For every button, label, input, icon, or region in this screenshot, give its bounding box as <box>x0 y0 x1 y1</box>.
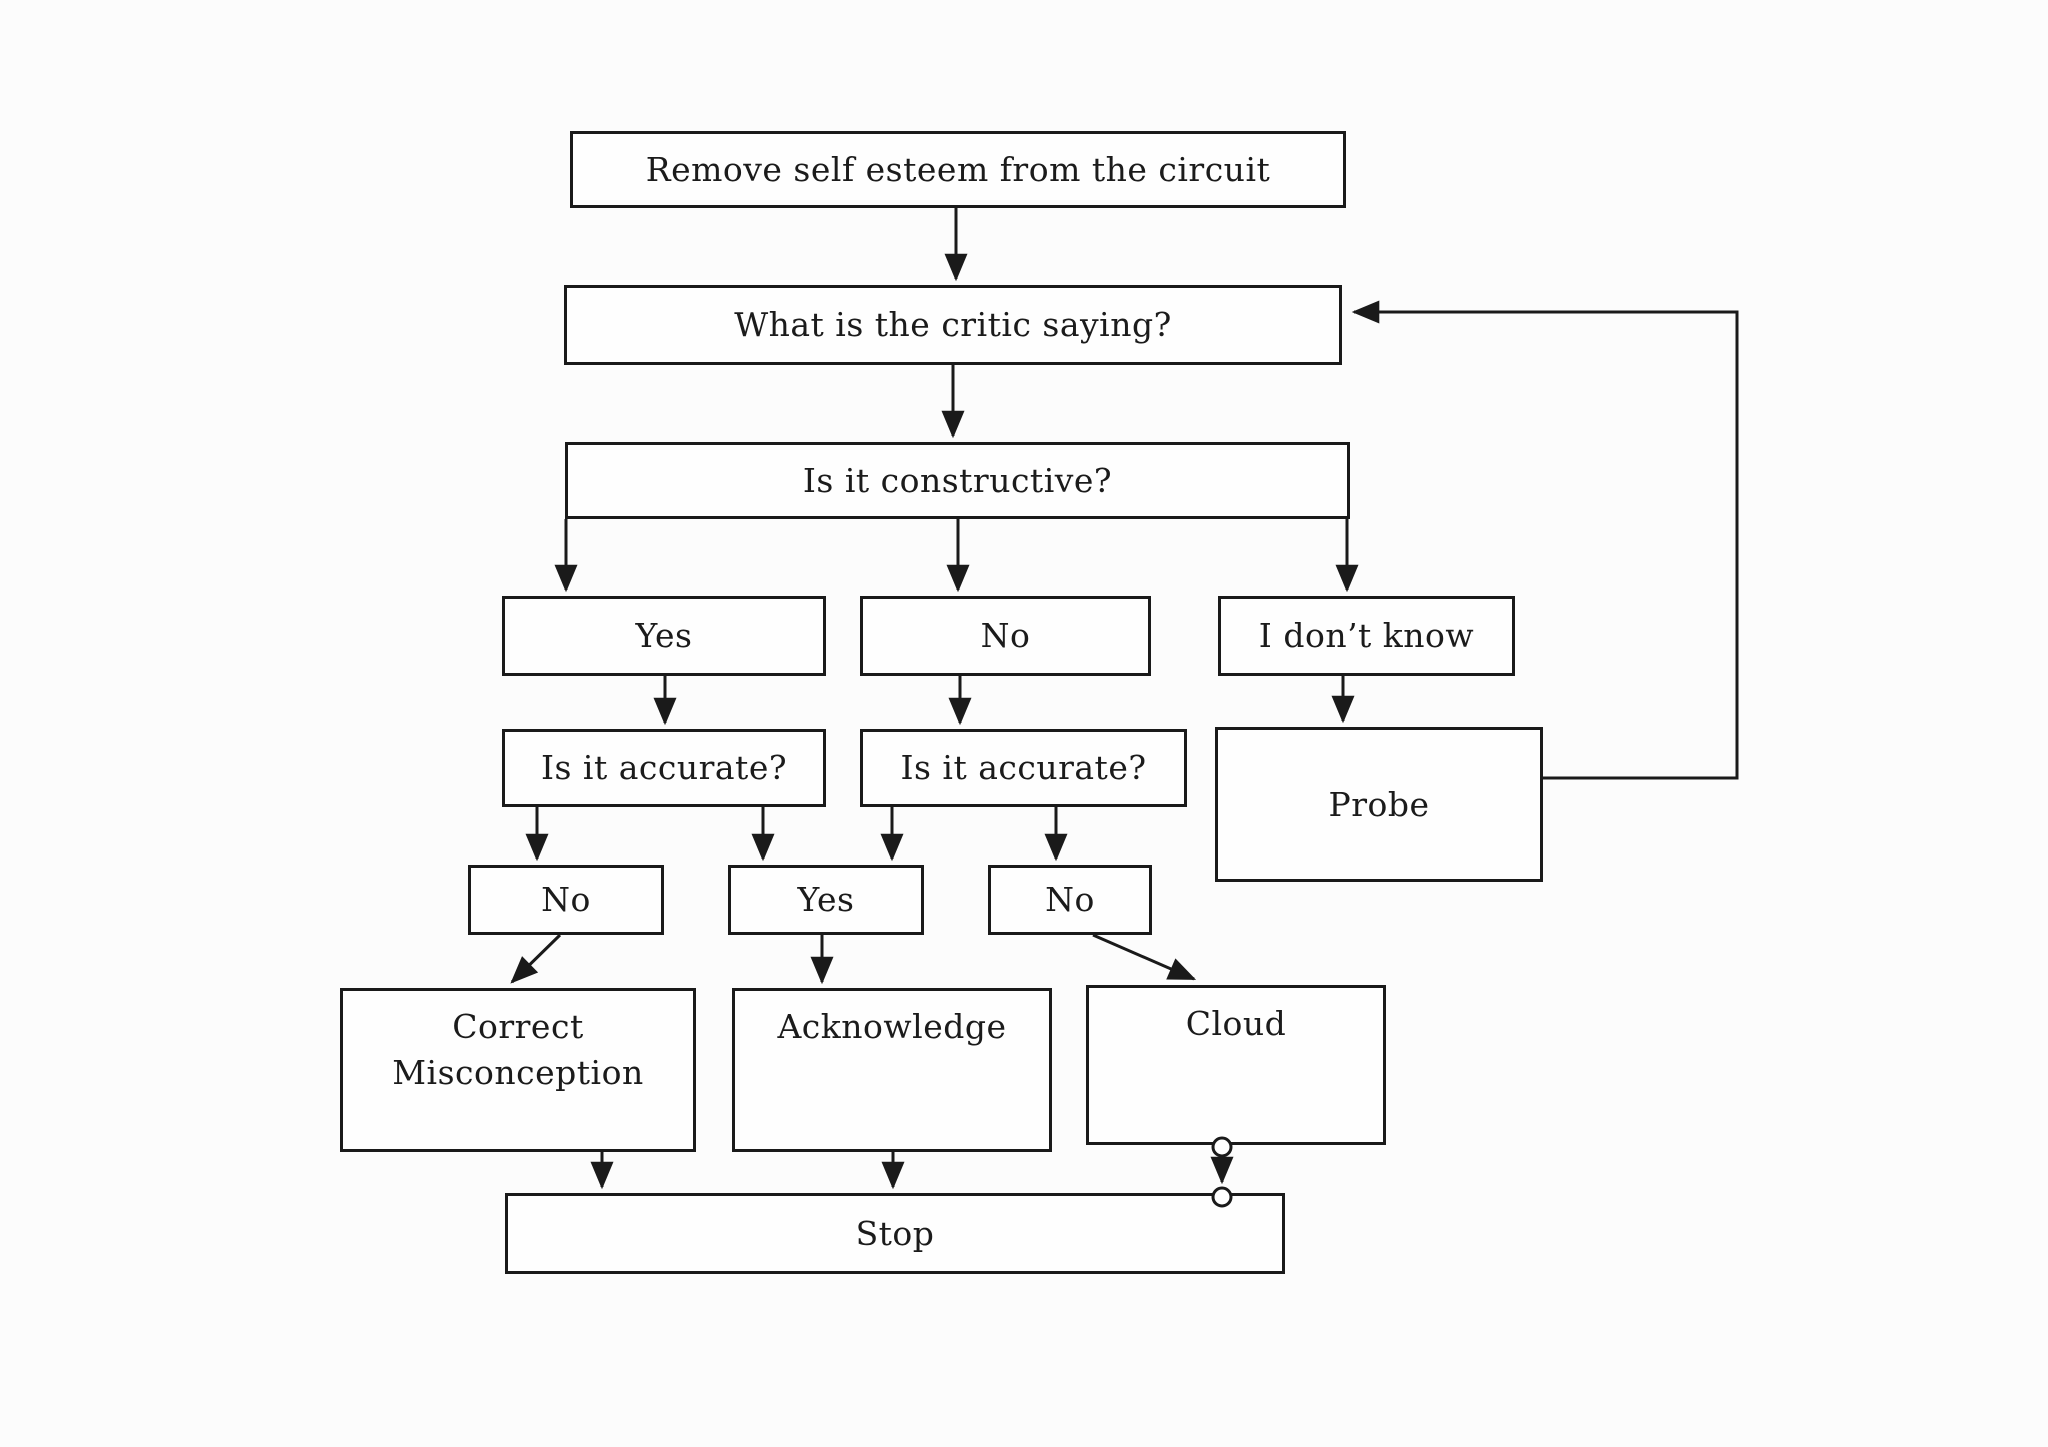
edge-no-to-correct-misconception <box>510 933 562 984</box>
node-is-it-accurate-left: Is it accurate? <box>502 729 826 807</box>
node-accurate-right-no: No <box>988 865 1152 935</box>
node-probe: Probe <box>1215 727 1543 882</box>
node-constructive-yes: Yes <box>502 596 826 676</box>
node-accurate-yes: Yes <box>728 865 924 935</box>
edge-probe-feedback-to-critic <box>1351 300 1739 780</box>
node-remove-self-esteem: Remove self esteem from the circuit <box>570 131 1346 208</box>
edge-no-to-cloud <box>1092 933 1197 981</box>
node-correct-misconception: Correct Misconception <box>340 988 696 1152</box>
node-constructive-no: No <box>860 596 1151 676</box>
node-acknowledge: Acknowledge <box>732 988 1052 1152</box>
node-cloud: Cloud <box>1086 985 1386 1145</box>
node-what-is-critic-saying: What is the critic saying? <box>564 285 1342 365</box>
node-i-dont-know: I don’t know <box>1218 596 1515 676</box>
node-is-it-accurate-right: Is it accurate? <box>860 729 1187 807</box>
node-is-it-constructive: Is it constructive? <box>565 442 1350 519</box>
node-accurate-left-no: No <box>468 865 664 935</box>
node-stop: Stop <box>505 1193 1285 1274</box>
